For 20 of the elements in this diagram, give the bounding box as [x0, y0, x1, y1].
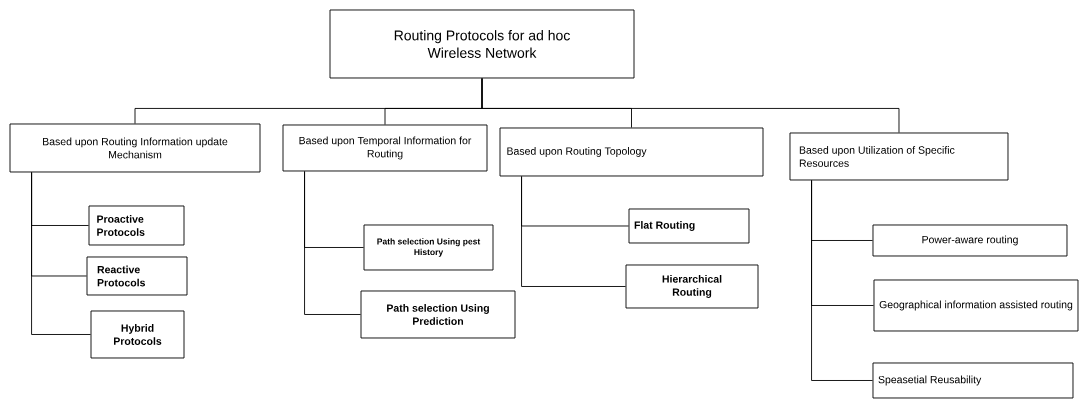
category-box: Based upon Routing Topology [499, 127, 764, 177]
category-box: Based upon Temporal Information for Routing [282, 124, 488, 172]
leaf-box: Path selection Using pest History [363, 224, 494, 271]
leaf-box: Proactive Protocols [88, 205, 185, 246]
connector-line [481, 78, 900, 133]
leaf-box: Speasetial Reusability [872, 362, 1074, 399]
leaf-box: Hierarchical Routing [625, 264, 759, 309]
leaf-box: Geographical information assisted routing [873, 279, 1079, 332]
leaf-box: Path selection Using Prediction [360, 290, 516, 339]
category-box: Based upon Routing Information update Mechanism [9, 123, 261, 173]
leaf-box: Hybrid Protocols [90, 310, 185, 359]
leaf-box: Flat Routing [628, 208, 750, 244]
connector-line [521, 176, 626, 287]
connector-line [811, 180, 873, 381]
title-box: Routing Protocols for ad hoc Wireless Network [329, 9, 635, 79]
leaf-box: Reactive Protocols [86, 256, 188, 296]
category-box: Based upon Utilization of Specific Resources [789, 132, 1009, 181]
connector-line [304, 171, 361, 315]
connector-line [31, 172, 91, 335]
leaf-box: Power-aware routing [872, 224, 1068, 257]
